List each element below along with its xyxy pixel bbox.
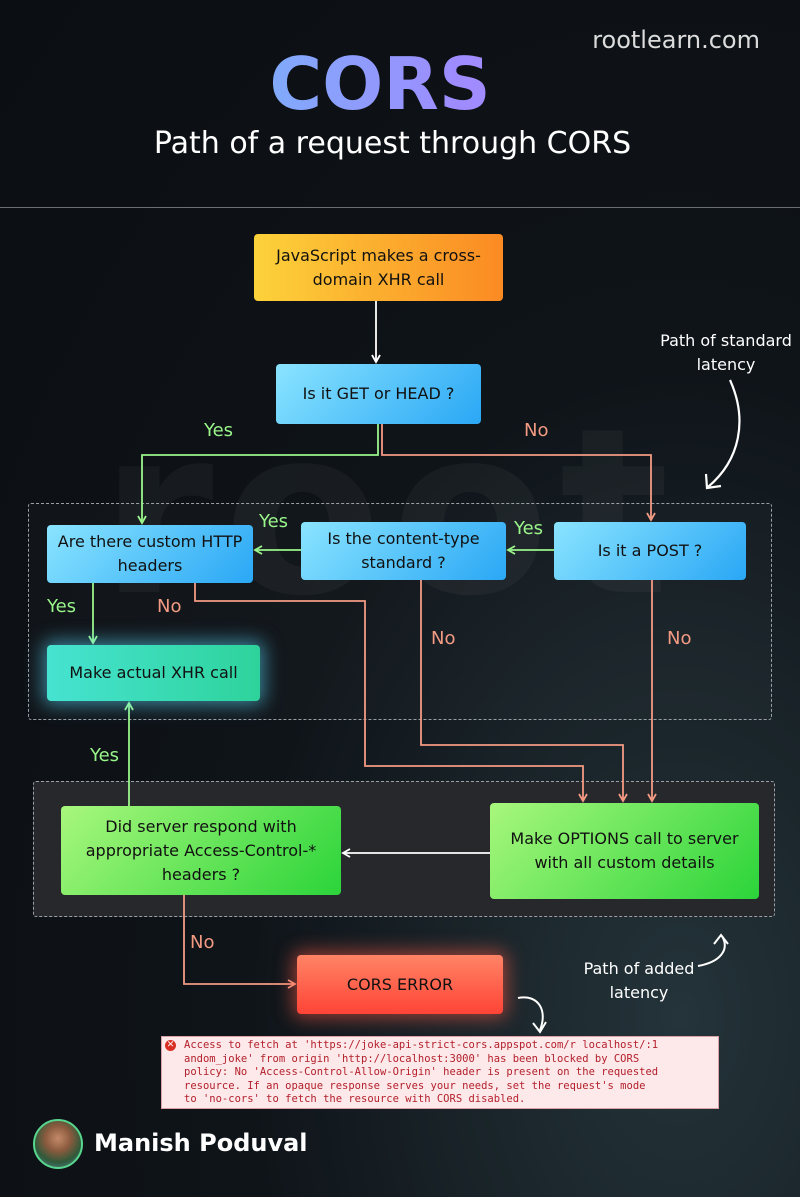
edge-did-no [183,895,297,989]
console-error-log: Access to fetch at 'https://joke-api-str… [161,1036,719,1109]
curved-arrow-error-head [532,1021,547,1034]
label-no-server: No [190,932,215,953]
label-yes-post: Yes [514,518,544,539]
label-no-content: No [431,628,456,649]
node-get-or-head: Is it GET or HEAD ? [276,364,481,424]
node-cors-error: CORS ERROR [297,955,503,1014]
label-yes-content: Yes [259,511,289,532]
error-circle-icon: ✕ [165,1040,176,1051]
standard-latency-zone [28,503,772,720]
curved-arrow-standard [707,379,741,488]
edge-custom-no [194,583,588,803]
edge-content-no [420,580,628,803]
site-url: rootlearn.com [592,26,760,54]
node-content-type-standard: Is the content-type standard ? [301,522,506,580]
author-avatar [33,1119,83,1169]
label-no-gethead: No [524,420,549,441]
node-custom-headers: Are there custom HTTP headers [47,525,253,583]
label-no-post: No [667,628,692,649]
node-options-call: Make OPTIONS call to server with all cus… [490,803,759,899]
node-actual-xhr-call: Make actual XHR call [47,645,260,701]
page-title: CORS [0,42,760,126]
curved-arrow-error [517,996,544,1031]
author-name: Manish Poduval [94,1129,308,1157]
edge-gethead-yes [137,424,379,525]
header-divider [0,207,800,208]
edge-gethead-no [381,424,656,522]
label-yes-custom: Yes [47,596,77,617]
label-yes-gethead: Yes [204,420,234,441]
page-subtitle: Path of a request through CORS [153,126,632,161]
node-start: JavaScript makes a cross-domain XHR call [254,234,503,301]
note-added-latency: Path of added latency [583,959,695,1002]
node-is-post: Is it a POST ? [554,522,746,580]
label-yes-server: Yes [90,745,120,766]
node-server-respond: Did server respond with appropriate Acce… [61,806,341,895]
note-standard-latency: Path of standard latency [660,331,792,374]
curved-arrow-standard-head [704,473,722,490]
curved-arrow-added-head [713,933,729,945]
label-no-custom: No [157,596,182,617]
